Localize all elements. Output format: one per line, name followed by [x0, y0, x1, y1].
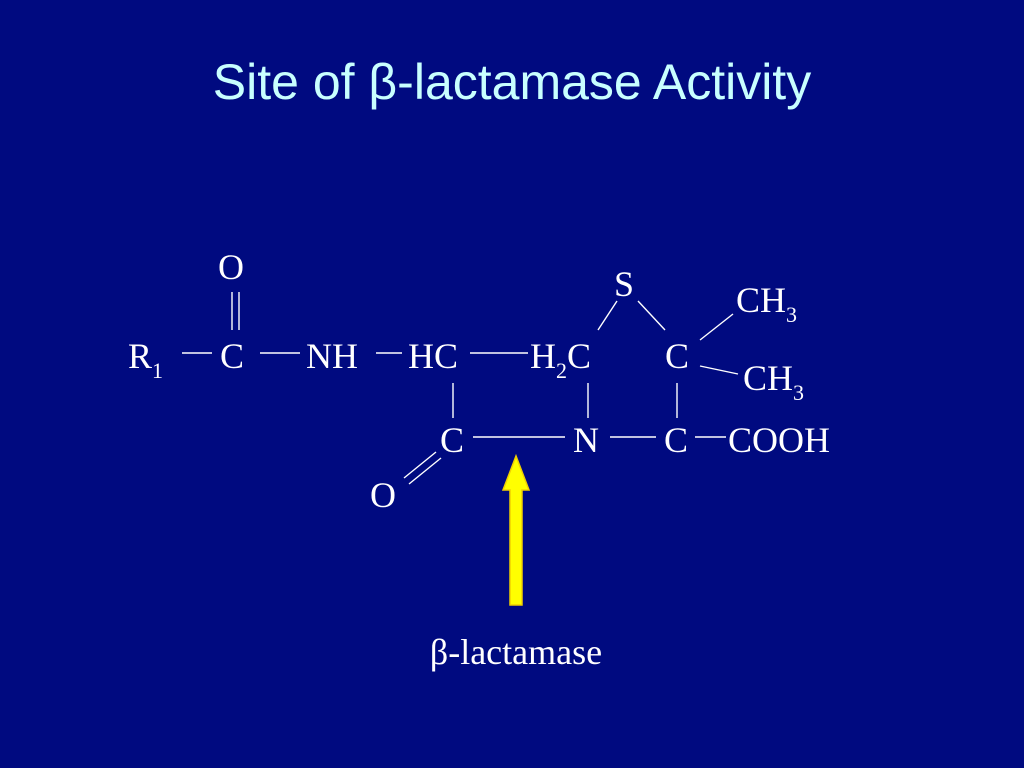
atom-h2c: H2C	[530, 336, 591, 383]
bond-s-cquat	[637, 300, 666, 331]
atom-c-lactam: C	[440, 420, 464, 460]
atoms: O R1 C NH HC H2C S C CH3 CH3 C N C COOH	[128, 247, 830, 515]
atom-cooh: COOH	[728, 420, 830, 460]
bond-h2c-s	[597, 300, 618, 331]
bond-cquat-ch3-top	[699, 313, 734, 341]
atom-ch3-bottom: CH3	[743, 358, 804, 405]
atom-ch3-top: CH3	[736, 280, 797, 327]
beta-lactamase-arrow-icon	[501, 453, 531, 606]
atom-nh: NH	[306, 336, 358, 376]
atom-r1: R1	[128, 336, 163, 383]
bond-cquat-ch3-bottom	[699, 365, 739, 375]
bond-co-lactam-a	[403, 451, 437, 479]
atom-o-top: O	[218, 247, 244, 287]
atom-o-lactam: O	[370, 475, 396, 515]
bonds	[182, 292, 739, 485]
atom-c-carbonyl: C	[220, 336, 244, 376]
bond-co-lactam-b	[408, 457, 442, 485]
atom-c-quaternary: C	[665, 336, 689, 376]
arrow-label: β-lactamase	[430, 632, 602, 672]
slide-title: Site of β-lactamase Activity	[212, 54, 812, 110]
atom-c-cooh: C	[664, 420, 688, 460]
atom-hc: HC	[408, 336, 458, 376]
atom-n: N	[573, 420, 599, 460]
atom-s: S	[614, 264, 634, 304]
